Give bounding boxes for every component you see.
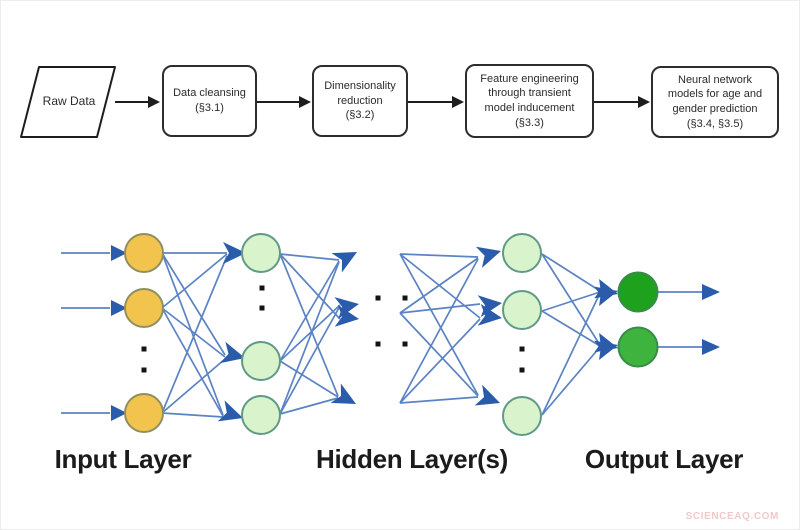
network-arrowheads [111, 242, 720, 422]
flowchart-node-label: Data cleansing [173, 87, 246, 100]
flowchart-node-label: model inducement [484, 102, 575, 114]
flowchart-node-raw-data: Raw Data [25, 67, 113, 137]
input-node-1 [124, 233, 164, 273]
hidden1-node-3 [241, 395, 281, 435]
output-layer-nodes [617, 271, 659, 368]
flowchart-node-label: (§3.1) [195, 102, 224, 114]
output-node-1 [617, 271, 659, 313]
flowchart-node-label: Dimensionality [324, 80, 396, 93]
flowchart-node-label: Feature engineering [480, 72, 579, 85]
flowchart-node-label: Neural network [678, 73, 752, 86]
watermark-text: SCIENCEAQ.COM [685, 511, 779, 522]
flowchart-node-dimensionality-reduction: Dimensionality reduction (§3.2) [312, 65, 408, 137]
flowchart-node-label: Raw Data [42, 94, 96, 109]
output-layer-label: Output Layer [584, 444, 744, 474]
flowchart-node-data-cleansing: Data cleansing (§3.1) [162, 65, 257, 137]
flowchart-node-label: through transient [488, 87, 571, 100]
flowchart-node-label: models for age and [667, 88, 763, 101]
input-node-2 [124, 288, 164, 328]
hidden-layer-nodes [241, 233, 542, 436]
flowchart-node-label: (§3.2) [345, 109, 375, 122]
input-node-3 [124, 393, 164, 433]
hidden2-node-2 [502, 290, 542, 330]
hidden2-node-3 [502, 396, 542, 436]
flowchart-node-neural-network-models: Neural network models for age and gender… [651, 66, 779, 138]
flowchart-node-label: (§3.4, §3.5) [686, 117, 744, 130]
flowchart-arrowheads [148, 96, 650, 108]
output-node-2 [617, 326, 659, 368]
raw-data-parallelogram [20, 66, 116, 138]
flowchart-node-label: (§3.3) [515, 116, 544, 129]
hidden1-node-1 [241, 233, 281, 273]
ellipsis-dots [141, 285, 525, 373]
hidden1-node-2 [241, 341, 281, 381]
flowchart-node-label: reduction [337, 94, 383, 107]
hidden2-node-1 [502, 233, 542, 273]
network-edges [61, 252, 702, 418]
input-layer-label: Input Layer [54, 444, 192, 474]
hidden-layer-label: Hidden Layer(s) [316, 444, 508, 474]
flowchart-node-feature-engineering: Feature engineering through transient mo… [465, 64, 594, 138]
flowchart-node-label: gender prediction [672, 103, 758, 115]
input-layer-nodes [124, 233, 164, 433]
